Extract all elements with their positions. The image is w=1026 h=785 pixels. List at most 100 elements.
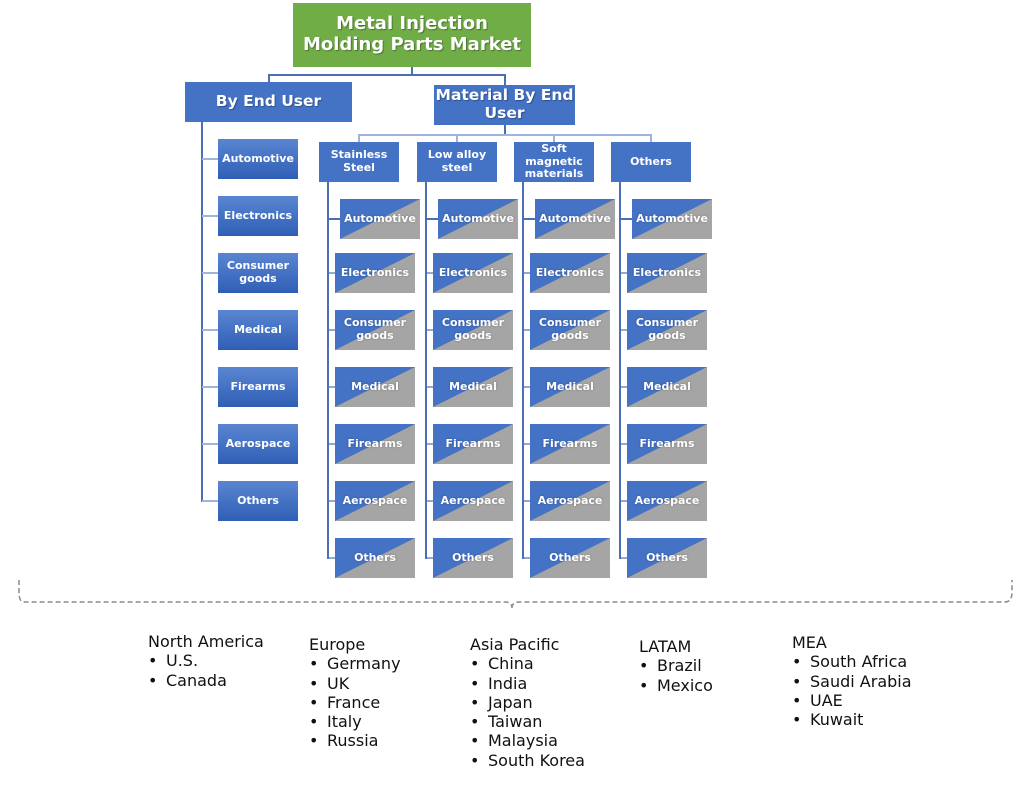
material-node: Soft magnetic materials: [514, 142, 594, 182]
connector: [620, 329, 627, 331]
country-item: Brazil: [639, 656, 713, 676]
material-end-user-item: Automotive: [438, 199, 518, 239]
material-label: Soft magnetic materials: [524, 142, 584, 181]
region-brace: [18, 580, 1013, 609]
connector: [202, 272, 218, 274]
material-end-user-item: Electronics: [335, 253, 415, 293]
connector: [504, 74, 506, 85]
connector: [328, 500, 335, 502]
end-user-item: Aerospace: [218, 424, 298, 464]
country-item: Italy: [309, 712, 401, 732]
end-user-item-label: Electronics: [223, 208, 293, 222]
material-end-user-item-label: Firearms: [445, 436, 501, 450]
end-user-item-label: Medical: [234, 322, 282, 336]
material-end-user-item: Consumer goods: [433, 310, 513, 350]
connector: [650, 134, 652, 142]
end-user-item-label: Consumer goods: [226, 259, 290, 285]
connector: [202, 329, 218, 331]
by-end-user-node: By End User: [185, 82, 352, 122]
root-node: Metal Injection Molding Parts Market: [293, 3, 531, 67]
material-end-user-item-label: Firearms: [639, 436, 695, 450]
region-name: MEA: [792, 633, 827, 652]
connector: [328, 272, 335, 274]
connector: [202, 443, 218, 445]
country-item: Kuwait: [792, 710, 912, 730]
connector: [328, 557, 335, 559]
connector: [523, 557, 530, 559]
connector: [620, 443, 627, 445]
region-name: LATAM: [639, 637, 692, 656]
connector: [426, 443, 433, 445]
country-item: UK: [309, 674, 401, 694]
end-user-item-label: Others: [237, 493, 279, 507]
material-node: Stainless Steel: [319, 142, 399, 182]
material-end-user-item-label: Medical: [351, 379, 399, 393]
connector: [426, 272, 433, 274]
material-end-user-item: Electronics: [627, 253, 707, 293]
material-end-user-item-label: Others: [452, 550, 494, 564]
connector: [328, 443, 335, 445]
material-end-user-item-label: Consumer goods: [635, 316, 699, 342]
connector: [523, 329, 530, 331]
material-end-user-item: Others: [530, 538, 610, 578]
connector: [426, 386, 433, 388]
connector: [327, 182, 329, 559]
end-user-item-label: Aerospace: [225, 436, 291, 450]
by-end-user-label: By End User: [215, 92, 322, 111]
end-user-item-label: Firearms: [230, 379, 286, 393]
material-end-user-item-label: Others: [354, 550, 396, 564]
country-item: Taiwan: [470, 712, 585, 732]
material-end-user-item: Consumer goods: [335, 310, 415, 350]
connector: [620, 272, 627, 274]
material-label: Low alloy steel: [427, 148, 487, 174]
material-end-user-item-label: Consumer goods: [343, 316, 407, 342]
material-end-user-item: Electronics: [530, 253, 610, 293]
region-block: LATAMBrazilMexico: [639, 637, 713, 695]
country-item: Canada: [148, 671, 264, 691]
connector: [328, 386, 335, 388]
material-end-user-item: Medical: [433, 367, 513, 407]
material-end-user-item: Others: [335, 538, 415, 578]
region-block: MEASouth AfricaSaudi ArabiaUAEKuwait: [792, 633, 912, 730]
connector: [202, 215, 218, 217]
connector: [504, 125, 506, 135]
country-item: Malaysia: [470, 731, 585, 751]
material-end-user-item: Aerospace: [433, 481, 513, 521]
material-end-user-item: Aerospace: [530, 481, 610, 521]
material-end-user-item: Medical: [530, 367, 610, 407]
connector: [426, 500, 433, 502]
region-block: EuropeGermanyUKFranceItalyRussia: [309, 635, 401, 751]
connector: [411, 67, 413, 75]
material-end-user-item-label: Aerospace: [342, 493, 408, 507]
connector: [620, 500, 627, 502]
material-end-user-item-label: Medical: [643, 379, 691, 393]
material-node: Low alloy steel: [417, 142, 497, 182]
country-list: BrazilMexico: [639, 656, 713, 695]
material-end-user-item: Aerospace: [335, 481, 415, 521]
material-end-user-item-label: Firearms: [347, 436, 403, 450]
connector: [426, 557, 433, 559]
end-user-item: Consumer goods: [218, 253, 298, 293]
country-item: France: [309, 693, 401, 713]
material-by-end-user-label: Material By End User: [435, 86, 574, 122]
material-end-user-item-label: Electronics: [535, 265, 605, 279]
connector: [201, 122, 203, 502]
country-item: Russia: [309, 731, 401, 751]
country-item: India: [470, 674, 585, 694]
connector: [553, 134, 555, 142]
material-node: Others: [611, 142, 691, 182]
country-item: U.S.: [148, 651, 264, 671]
material-end-user-item-label: Automotive: [344, 211, 416, 225]
connector: [358, 134, 652, 136]
country-item: UAE: [792, 691, 912, 711]
connector: [456, 134, 458, 142]
material-end-user-item-label: Automotive: [636, 211, 708, 225]
material-by-end-user-node: Material By End User: [434, 85, 575, 125]
material-end-user-item: Electronics: [433, 253, 513, 293]
connector: [268, 74, 270, 82]
connector: [523, 443, 530, 445]
connector: [620, 557, 627, 559]
connector: [523, 218, 535, 220]
country-list: South AfricaSaudi ArabiaUAEKuwait: [792, 652, 912, 729]
material-end-user-item-label: Automotive: [442, 211, 514, 225]
